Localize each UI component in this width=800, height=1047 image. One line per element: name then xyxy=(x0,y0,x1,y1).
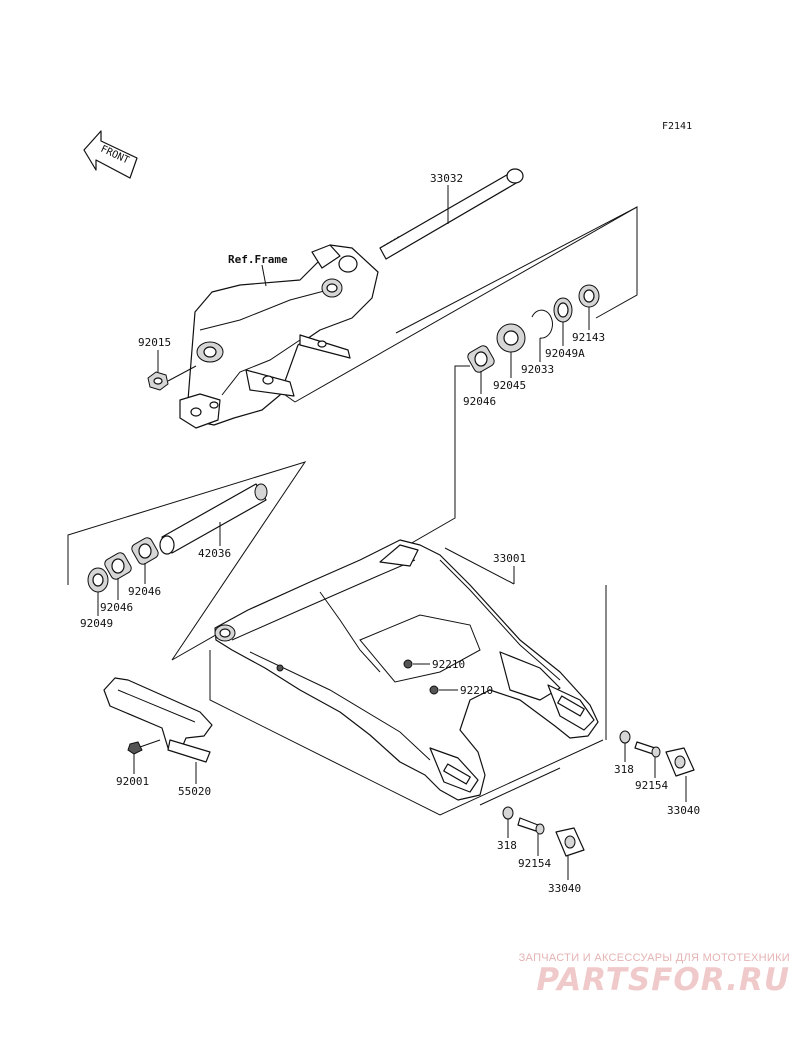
part-92046-b-label: 92046 xyxy=(100,601,133,614)
watermark-logo: PARTSFOR.RU xyxy=(536,962,790,998)
adjuster-33040-b: 33040 xyxy=(548,827,585,895)
part-92045-label: 92045 xyxy=(493,379,526,392)
nut-318-a: 318 xyxy=(614,730,634,776)
nut-92015: 92015 xyxy=(138,336,197,391)
bolt-92001: 92001 xyxy=(116,739,161,788)
bearing-92045: 92045 xyxy=(493,323,526,392)
bolt-92154-a: 92154 xyxy=(634,741,668,792)
front-arrow-icon: FRONT xyxy=(83,130,138,179)
part-92210-a-label: 92210 xyxy=(432,658,465,671)
plug-92210-a: 92210 xyxy=(403,658,465,671)
part-92046-top-label: 92046 xyxy=(463,395,496,408)
part-92033-label: 92033 xyxy=(521,363,554,376)
part-318-b-label: 318 xyxy=(497,839,517,852)
part-55020-label: 55020 xyxy=(178,785,211,798)
nut-318-b: 318 xyxy=(497,806,517,852)
part-92049A-label: 92049A xyxy=(545,347,585,360)
pivot-shaft: 33032 xyxy=(379,168,524,260)
watermark-tagline: ЗАПЧАСТИ И АКСЕССУАРЫ ДЛЯ МОТОТЕХНИКИ xyxy=(518,952,790,964)
diagram-code: F2141 xyxy=(662,121,692,132)
swingarm-33001: 33001 xyxy=(214,539,599,801)
needle-bearing-92046-a: 92046 xyxy=(128,537,161,598)
part-92049-label: 92049 xyxy=(80,617,113,630)
part-33001-label: 33001 xyxy=(493,552,526,565)
lower-bearing-box xyxy=(67,461,307,661)
needle-bearing-92046-top: 92046 xyxy=(463,345,496,408)
sleeve-42036: 42036 xyxy=(159,483,268,560)
needle-bearing-92046-b: 92046 xyxy=(100,552,133,614)
part-33032-label: 33032 xyxy=(430,172,463,185)
swingarm-box xyxy=(209,585,607,816)
bolt-92154-b: 92154 xyxy=(517,817,551,870)
plug-92210-b: 92210 xyxy=(429,684,493,697)
part-92154-b-label: 92154 xyxy=(518,857,551,870)
collar-92143: 92143 xyxy=(572,284,605,344)
frame-section: Ref.Frame xyxy=(179,244,379,429)
seal-92049A: 92049A xyxy=(545,297,585,360)
part-92015-label: 92015 xyxy=(138,336,171,349)
part-92154-a-label: 92154 xyxy=(635,779,668,792)
circlip-92033: 92033 xyxy=(521,309,554,376)
part-42036-label: 42036 xyxy=(198,547,231,560)
chain-guide-55020: 55020 xyxy=(103,677,213,798)
part-33040-a-label: 33040 xyxy=(667,804,700,817)
part-92210-b-label: 92210 xyxy=(460,684,493,697)
part-92143-label: 92143 xyxy=(572,331,605,344)
ref-frame-label: Ref.Frame xyxy=(228,253,288,266)
part-318-a-label: 318 xyxy=(614,763,634,776)
part-33040-b-label: 33040 xyxy=(548,882,581,895)
part-92046-a-label: 92046 xyxy=(128,585,161,598)
seal-92049: 92049 xyxy=(80,567,113,630)
adjuster-33040-a: 33040 xyxy=(665,747,700,817)
part-92001-label: 92001 xyxy=(116,775,149,788)
